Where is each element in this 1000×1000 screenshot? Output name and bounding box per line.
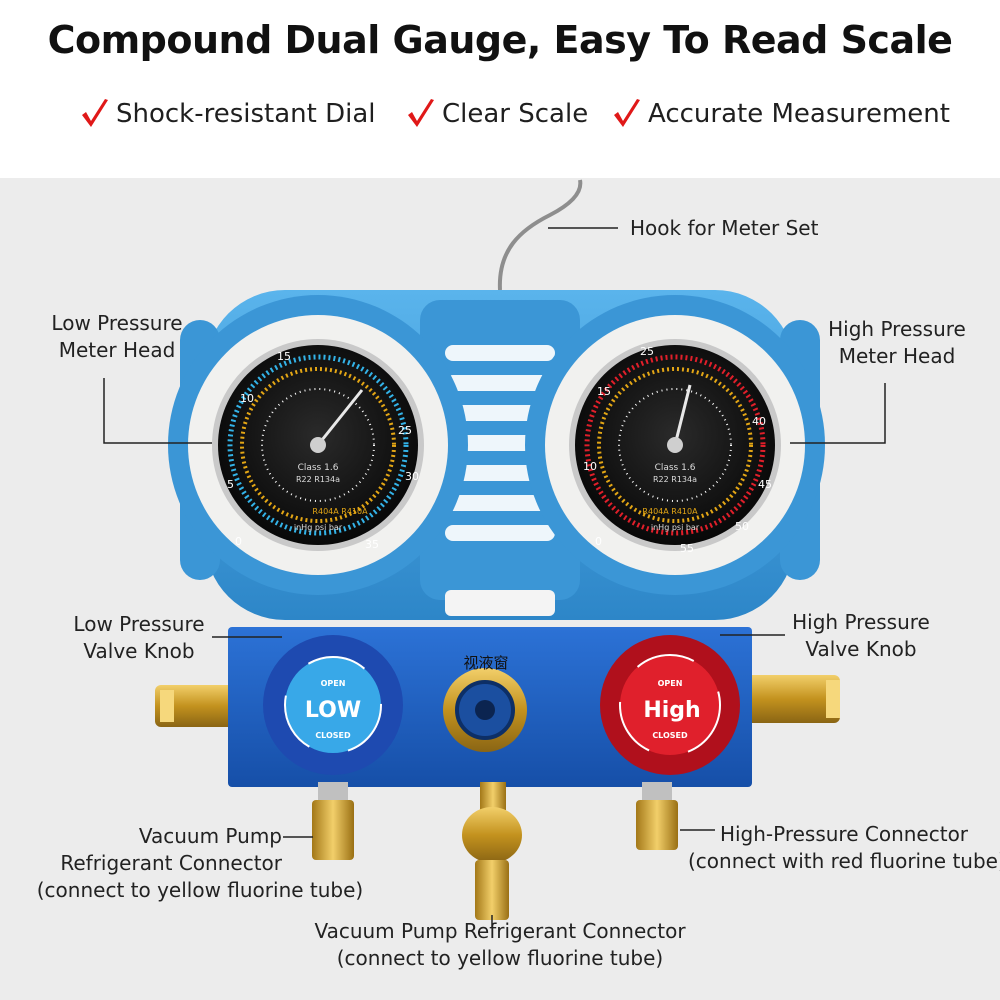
label-high-pressure-meter-head: High Pressure Meter Head xyxy=(822,316,972,370)
gauge-refrigerant-label-2: R404A R410A xyxy=(642,507,698,516)
gauge-scale-label: 40 xyxy=(752,415,766,428)
gauge-scale-label: 15 xyxy=(597,385,611,398)
label-line: Meter Head xyxy=(838,344,956,368)
knob-closed-label: CLOSED xyxy=(652,731,688,740)
sight-glass: 视液窗 xyxy=(443,654,527,752)
bottom-connector-left xyxy=(312,782,354,860)
gauge-scale-label: 15 xyxy=(277,350,291,363)
label-high-pressure-connector: High-Pressure Connector (connect with re… xyxy=(688,821,1000,875)
gauge-refrigerant-label: R22 R134a xyxy=(296,475,340,484)
gauge-scale-label: 35 xyxy=(365,538,379,551)
feature-label: Shock-resistant Dial xyxy=(116,99,376,129)
high-valve-knob: OPEN High CLOSED xyxy=(600,635,740,775)
label-line: Low Pressure xyxy=(51,311,183,335)
label-line: (connect with red fluorine tube) xyxy=(688,849,1000,873)
label-high-pressure-valve-knob: High Pressure Valve Knob xyxy=(786,609,936,663)
label-line: Vacuum Pump xyxy=(138,824,282,848)
checkmark-icon xyxy=(614,99,640,127)
feature-label: Clear Scale xyxy=(442,99,589,129)
label-low-pressure-valve-knob: Low Pressure Valve Knob xyxy=(66,611,212,665)
knob-open-label: OPEN xyxy=(321,679,346,688)
feature-item: Shock-resistant Dial xyxy=(80,94,376,134)
gauge-class-label: Class 1.6 xyxy=(655,463,696,473)
bottom-connector-right xyxy=(636,782,678,850)
knob-open-label: OPEN xyxy=(658,679,683,688)
checkmark-icon xyxy=(408,99,434,127)
label-vacuum-pump-connector-left-note: (connect to yellow fluorine tube) xyxy=(36,878,364,902)
low-pressure-gauge: Class 1.6 R22 R134a R404A R410A inHg psi… xyxy=(168,295,468,595)
gauge-scale-label: 50 xyxy=(735,520,749,533)
feature-item: Clear Scale xyxy=(406,94,588,134)
label-hook: Hook for Meter Set xyxy=(630,216,819,240)
annotation-lines xyxy=(103,227,886,927)
hook-wire xyxy=(497,179,583,291)
sight-glass-label: 视液窗 xyxy=(463,654,508,672)
gauge-scale-label: 10 xyxy=(583,460,597,473)
gauge-class-label: Class 1.6 xyxy=(298,463,339,473)
label-line: Vacuum Pump Refrigerant Connector xyxy=(314,919,686,943)
label-line: (connect to yellow fluorine tube) xyxy=(336,946,664,970)
knob-main-label: High xyxy=(643,698,700,723)
checkmark-icon xyxy=(82,99,108,127)
knob-closed-label: CLOSED xyxy=(315,731,351,740)
label-line: Valve Knob xyxy=(805,637,917,661)
bottom-connector-center xyxy=(462,782,522,920)
gauge-scale-label: 45 xyxy=(758,478,772,491)
low-valve-knob: OPEN LOW CLOSED xyxy=(263,635,403,775)
gauge-scale-label: 25 xyxy=(640,345,654,358)
label-vacuum-pump-connector-left: Vacuum Pump Refrigerant Connector xyxy=(20,823,282,877)
gauge-scale-label: 0 xyxy=(235,535,242,548)
label-line: High Pressure xyxy=(828,317,966,341)
label-vacuum-pump-connector-bottom: Vacuum Pump Refrigerant Connector (conne… xyxy=(300,918,700,972)
gauge-scale-label: 5 xyxy=(227,478,234,491)
gauge-units-label: inHg psi bar xyxy=(294,523,343,532)
label-line: High-Pressure Connector xyxy=(719,822,969,846)
gauge-refrigerant-label: R22 R134a xyxy=(653,475,697,484)
gauge-scale-label: 55 xyxy=(680,542,694,555)
label-line: Refrigerant Connector xyxy=(60,851,282,875)
label-line: Valve Knob xyxy=(83,639,195,663)
label-line: Low Pressure xyxy=(73,612,205,636)
side-connector-right xyxy=(740,675,840,723)
side-connector-left xyxy=(155,685,245,727)
label-line: Meter Head xyxy=(58,338,176,362)
knob-main-label: LOW xyxy=(305,698,361,723)
label-line: High Pressure xyxy=(792,610,930,634)
gauge-scale-label: 25 xyxy=(398,424,412,437)
high-pressure-gauge: Class 1.6 R22 R134a R404A R410A inHg psi… xyxy=(525,295,825,595)
page-title: Compound Dual Gauge, Easy To Read Scale xyxy=(47,18,953,62)
gauge-scale-label: 0 xyxy=(595,535,602,548)
feature-item: Accurate Measurement xyxy=(612,94,950,134)
gauge-units-label: inHg psi bar xyxy=(651,523,700,532)
gauge-scale-label: 10 xyxy=(240,392,254,405)
label-low-pressure-meter-head: Low Pressure Meter Head xyxy=(42,310,192,364)
gauge-refrigerant-label-2: R404A R410A xyxy=(312,507,368,516)
feature-label: Accurate Measurement xyxy=(648,99,950,129)
gauge-scale-label: 30 xyxy=(405,470,419,483)
